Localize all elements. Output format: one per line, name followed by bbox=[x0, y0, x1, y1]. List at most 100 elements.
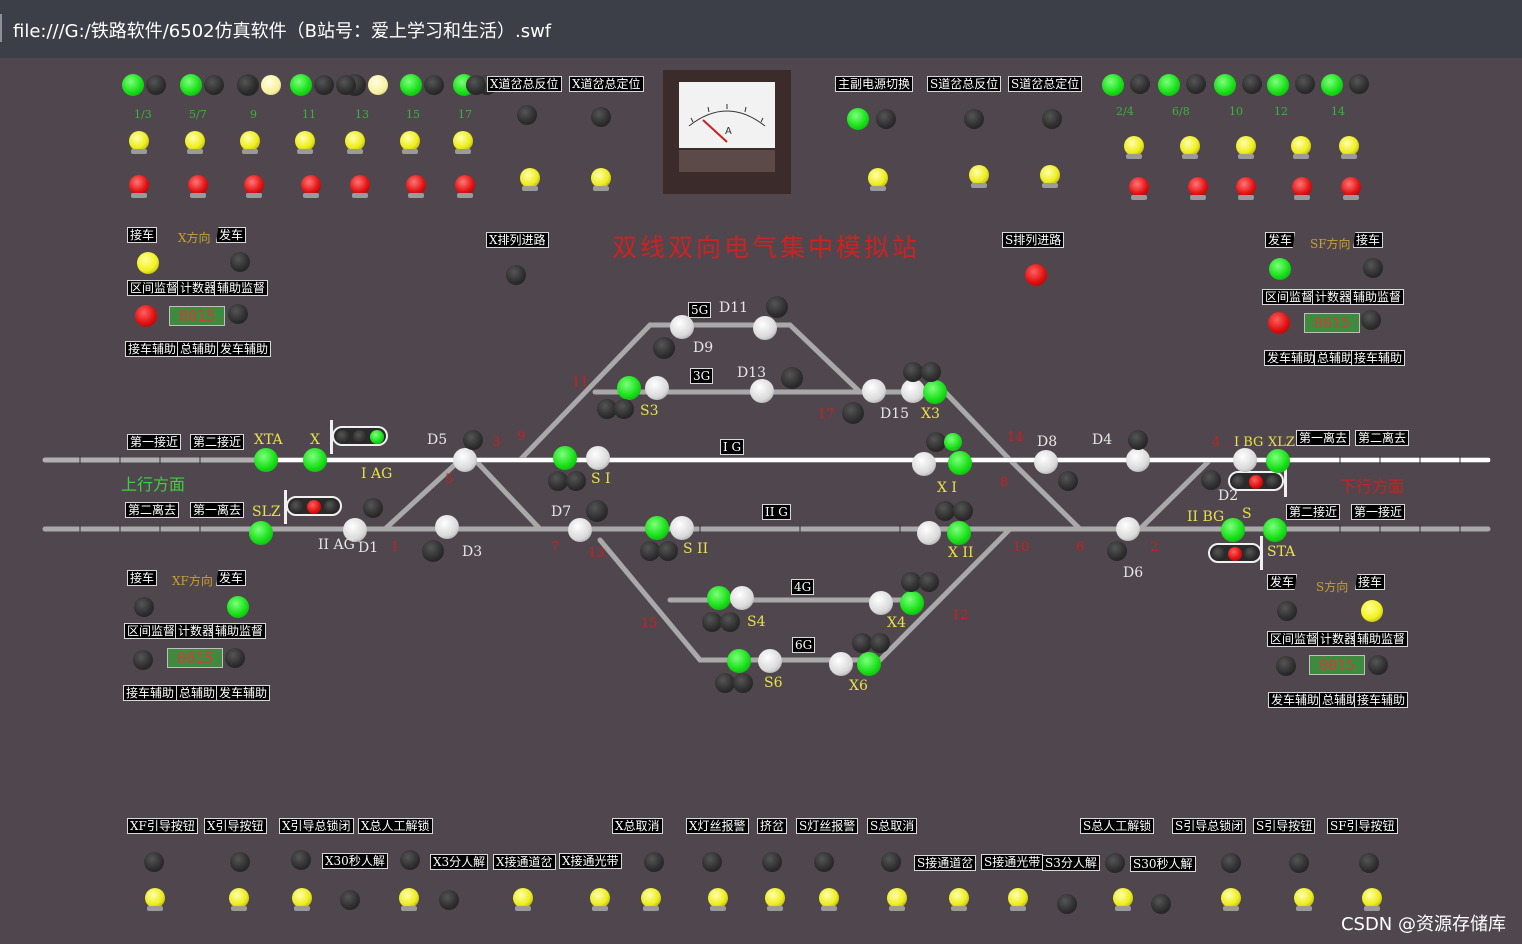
x-total-aux-button[interactable]: 总辅助 bbox=[177, 341, 220, 357]
switch-r1-bulb[interactable] bbox=[1179, 136, 1201, 160]
switch-r4-bulb[interactable] bbox=[1338, 136, 1360, 160]
switch-5-bulb[interactable] bbox=[399, 131, 421, 155]
switch-r0-bulb[interactable] bbox=[1123, 136, 1145, 160]
switch-4-red-bulb[interactable] bbox=[349, 175, 371, 199]
d6-dark[interactable] bbox=[1107, 541, 1127, 561]
d1-lamp[interactable] bbox=[343, 518, 367, 542]
x-receive-aux-button[interactable]: 接车辅助 bbox=[125, 341, 180, 357]
d1-dark[interactable] bbox=[363, 498, 383, 518]
x3-white[interactable] bbox=[901, 379, 925, 403]
d9-dark[interactable] bbox=[653, 337, 675, 359]
switch-0-bulb[interactable] bbox=[128, 131, 150, 155]
s-depart-aux-button[interactable]: 发车辅助 bbox=[1268, 692, 1323, 708]
d4-dark[interactable] bbox=[1128, 430, 1148, 450]
x-connect-switch-button[interactable]: X接通道岔 bbox=[493, 854, 556, 870]
switch-1-red-bulb[interactable] bbox=[187, 175, 209, 199]
s-30s-unlock-button[interactable]: S30秒人解 bbox=[1130, 856, 1196, 872]
switch-5-red-bulb[interactable] bbox=[405, 175, 427, 199]
x6-lamp[interactable] bbox=[857, 652, 881, 676]
d2-dark[interactable] bbox=[1201, 470, 1221, 490]
bottom-bulb-15[interactable] bbox=[1293, 888, 1315, 912]
s-3min-unlock-button[interactable]: S3分人解 bbox=[1042, 855, 1100, 871]
switch-r4-red-bulb[interactable] bbox=[1340, 177, 1362, 201]
d5-lamp[interactable] bbox=[453, 448, 477, 472]
s4-lamp[interactable] bbox=[707, 586, 731, 610]
slz-lamp[interactable] bbox=[249, 521, 273, 545]
bottom-bulb-3[interactable] bbox=[398, 888, 420, 912]
x1-a[interactable] bbox=[926, 432, 946, 452]
s-manual-unlock-button[interactable]: S总人工解锁 bbox=[1080, 818, 1155, 834]
s-depart-button[interactable]: 发车 bbox=[1267, 574, 1298, 590]
switch-r3-red-bulb[interactable] bbox=[1291, 177, 1313, 201]
s-total-aux-button[interactable]: 总辅助 bbox=[1319, 692, 1362, 708]
d13-dark[interactable] bbox=[781, 367, 803, 389]
s2-white[interactable] bbox=[670, 516, 694, 540]
bottom-bulb-7[interactable] bbox=[707, 888, 729, 912]
switch-0-red-bulb[interactable] bbox=[128, 175, 150, 199]
sf-guide-button[interactable]: SF引导按钮 bbox=[1327, 818, 1398, 834]
sf-receive-button[interactable]: 接车 bbox=[1353, 232, 1384, 248]
d15-dark[interactable] bbox=[842, 402, 864, 424]
x3-lamp[interactable] bbox=[923, 380, 947, 404]
x-depart-button[interactable]: 发车 bbox=[216, 227, 247, 243]
d15-lamp[interactable] bbox=[862, 379, 886, 403]
xf-receive-button[interactable]: 接车 bbox=[127, 570, 158, 586]
switch-r2-red-bulb[interactable] bbox=[1235, 177, 1257, 201]
d7-dark[interactable] bbox=[586, 500, 608, 522]
xlz-lamp[interactable] bbox=[1266, 449, 1290, 473]
s4-b[interactable] bbox=[720, 612, 740, 632]
s-connect-switch-button[interactable]: S接通道岔 bbox=[914, 855, 977, 871]
x-filament-alarm-button[interactable]: X灯丝报警 bbox=[686, 818, 749, 834]
s4-white[interactable] bbox=[730, 586, 754, 610]
switch-4-bulb[interactable] bbox=[344, 131, 366, 155]
switch-r1-red-bulb[interactable] bbox=[1187, 177, 1209, 201]
sta-lamp[interactable] bbox=[1263, 518, 1287, 542]
x6-a[interactable] bbox=[852, 633, 872, 653]
x2-a[interactable] bbox=[935, 501, 955, 521]
x6-b[interactable] bbox=[870, 633, 890, 653]
switch-r2-bulb[interactable] bbox=[1235, 136, 1257, 160]
trailed-switch-button[interactable]: 挤岔 bbox=[757, 818, 788, 834]
switch-2-red-bulb[interactable] bbox=[243, 175, 265, 199]
s-guide-lock-button[interactable]: S引导总锁闭 bbox=[1172, 818, 1247, 834]
d7-lamp[interactable] bbox=[568, 518, 592, 542]
x-lamp[interactable] bbox=[303, 448, 327, 472]
x-switch-normal-button[interactable]: X道岔总定位 bbox=[569, 76, 644, 92]
d6-lamp[interactable] bbox=[1116, 517, 1140, 541]
s-cancel-button[interactable]: S总取消 bbox=[867, 818, 918, 834]
bottom-bulb-4[interactable] bbox=[512, 888, 534, 912]
x-manual-unlock-button[interactable]: X总人工解锁 bbox=[358, 818, 433, 834]
x1-lamp[interactable] bbox=[948, 451, 972, 475]
s6-white[interactable] bbox=[758, 649, 782, 673]
s3-a[interactable] bbox=[597, 399, 617, 419]
s-receive-button[interactable]: 接车 bbox=[1355, 574, 1386, 590]
bottom-bulb-14[interactable] bbox=[1220, 888, 1242, 912]
x-switch-reverse-button[interactable]: X道岔总反位 bbox=[487, 76, 562, 92]
bottom-bulb-1[interactable] bbox=[228, 888, 250, 912]
switch-r0-red-bulb[interactable] bbox=[1128, 177, 1150, 201]
s-connect-lightband-button[interactable]: S接通光带 bbox=[981, 854, 1044, 870]
switch-2-bulb[interactable] bbox=[239, 131, 261, 155]
d4-lamp[interactable] bbox=[1126, 448, 1150, 472]
bottom-bulb-9[interactable] bbox=[818, 888, 840, 912]
switch-3-bulb[interactable] bbox=[294, 131, 316, 155]
xf-receive-aux-button[interactable]: 接车辅助 bbox=[123, 685, 178, 701]
s1-a[interactable] bbox=[548, 471, 568, 491]
s-switch-normal-button[interactable]: S道岔总定位 bbox=[1008, 76, 1083, 92]
x-switch-reverse-bulb[interactable] bbox=[519, 168, 541, 192]
bottom-bulb-2[interactable] bbox=[291, 888, 313, 912]
s2-a[interactable] bbox=[640, 541, 660, 561]
s-guide-button[interactable]: S引导按钮 bbox=[1253, 818, 1316, 834]
xf-depart-aux-button[interactable]: 发车辅助 bbox=[216, 685, 271, 701]
bottom-bulb-0[interactable] bbox=[144, 888, 166, 912]
bottom-bulb-8[interactable] bbox=[764, 888, 786, 912]
bottom-bulb-12[interactable] bbox=[1007, 888, 1029, 912]
s3-b[interactable] bbox=[614, 399, 634, 419]
bottom-bulb-5[interactable] bbox=[589, 888, 611, 912]
d9-upper-lamp[interactable] bbox=[670, 315, 694, 339]
switch-6-red-bulb[interactable] bbox=[454, 175, 476, 199]
xf-guide-button[interactable]: XF引导按钮 bbox=[127, 818, 198, 834]
xta-lamp[interactable] bbox=[254, 448, 278, 472]
x-30s-unlock-button[interactable]: X30秒人解 bbox=[322, 853, 388, 869]
x4-lamp[interactable] bbox=[900, 591, 924, 615]
